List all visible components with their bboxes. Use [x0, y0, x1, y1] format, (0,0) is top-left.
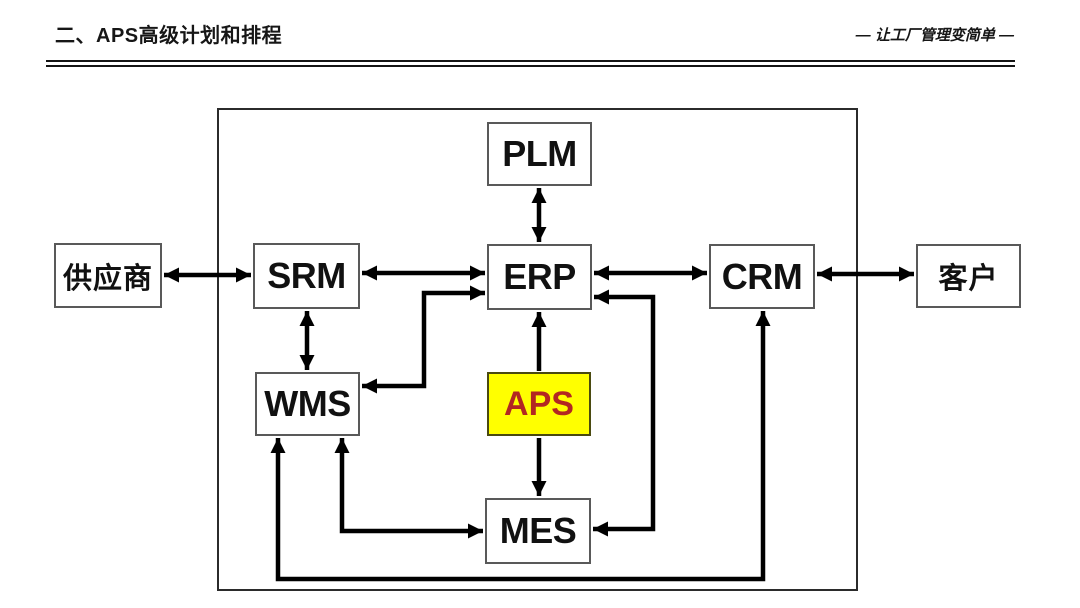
node-srm-label: SRM	[267, 255, 346, 296]
node-crm: CRM	[709, 244, 815, 309]
node-customer: 客户	[916, 244, 1021, 308]
node-erp: ERP	[487, 244, 592, 310]
node-supplier: 供应商	[54, 243, 162, 308]
header-slogan: — 让工厂管理变简单 —	[855, 27, 1014, 44]
node-wms-label: WMS	[264, 383, 351, 424]
node-mes-label: MES	[499, 510, 577, 551]
node-erp-label: ERP	[503, 256, 576, 297]
node-supplier-label: 供应商	[62, 262, 153, 295]
node-srm: SRM	[253, 243, 360, 309]
page-title: 二、APS高级计划和排程	[55, 25, 283, 47]
node-plm: PLM	[487, 122, 592, 186]
node-aps-label: APS	[504, 384, 574, 423]
node-aps: APS	[487, 372, 591, 436]
header-divider	[46, 60, 1015, 67]
node-crm-label: CRM	[721, 255, 803, 297]
node-plm-label: PLM	[502, 133, 577, 174]
system-boundary	[217, 108, 858, 591]
node-customer-label: 客户	[938, 263, 999, 295]
node-mes: MES	[485, 498, 591, 564]
node-wms: WMS	[255, 372, 360, 436]
